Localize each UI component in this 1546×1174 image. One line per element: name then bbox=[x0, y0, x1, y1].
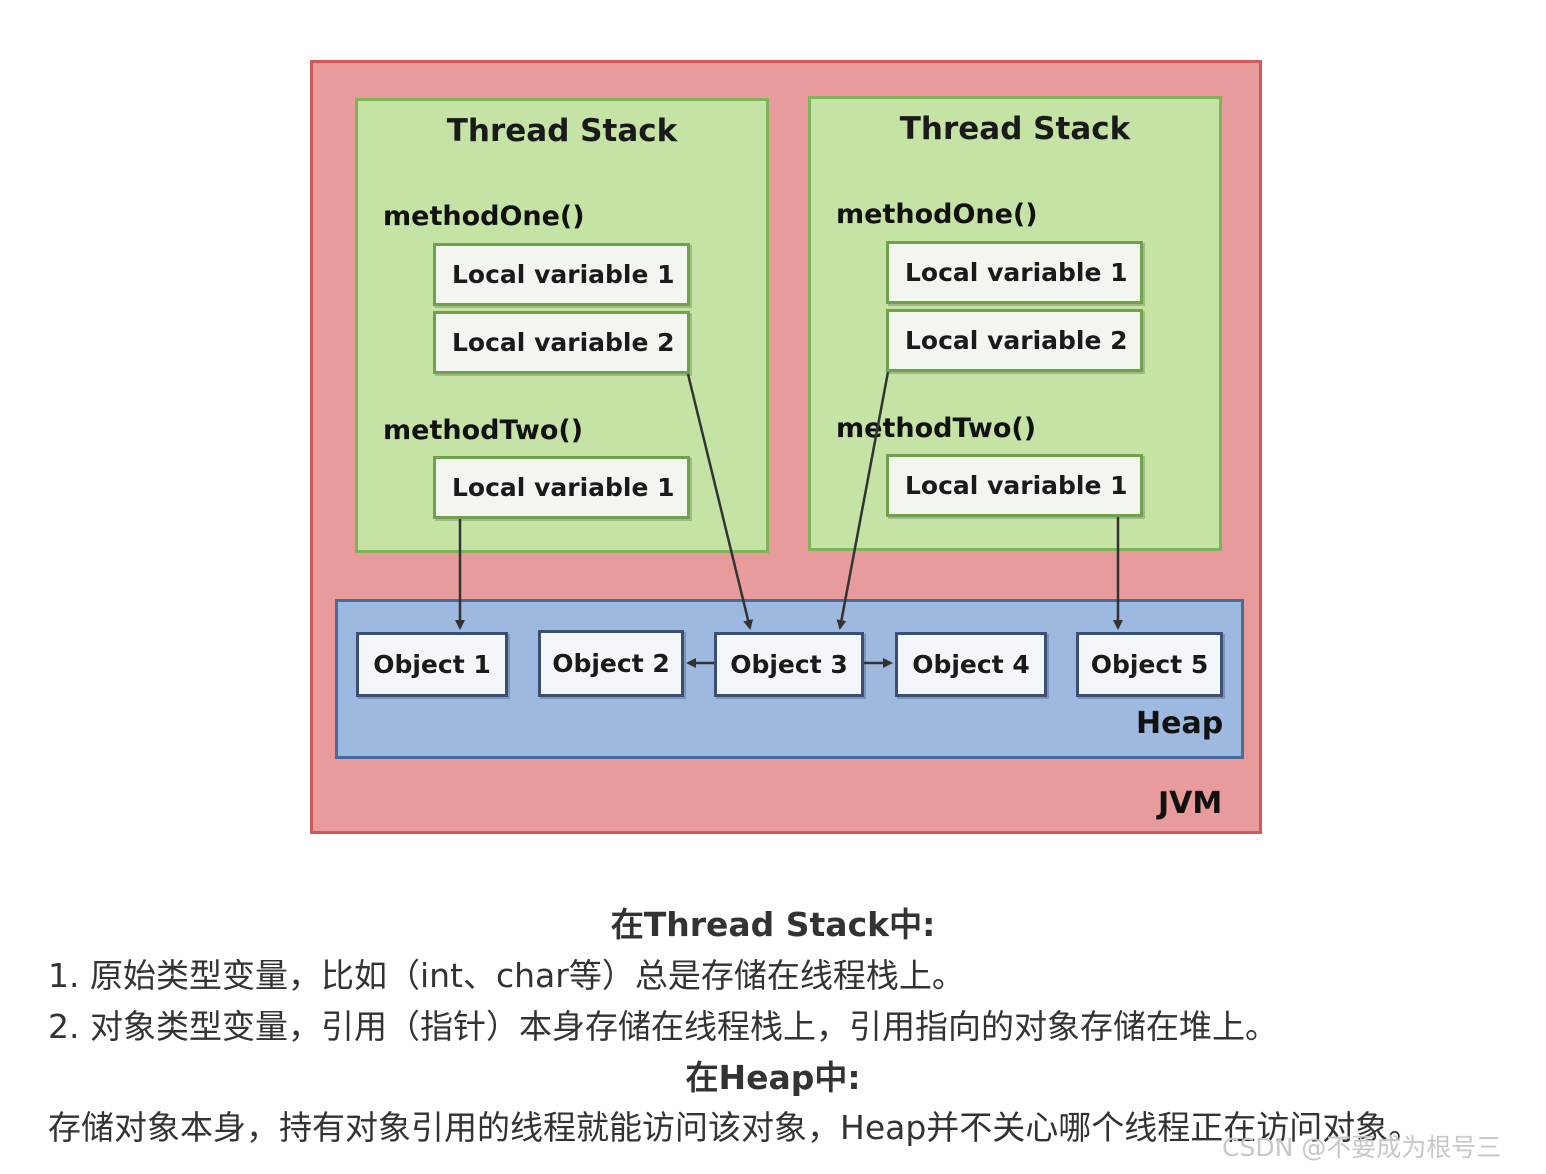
local-variable-box: Local variable 2 bbox=[886, 309, 1143, 372]
local-variable-box: Local variable 1 bbox=[433, 243, 690, 306]
caption-heap-heading: 在Heap中: bbox=[685, 1058, 861, 1097]
thread-stack-title: Thread Stack bbox=[899, 111, 1131, 147]
heap-object-4: Object 4 bbox=[895, 632, 1047, 697]
thread-stack-title: Thread Stack bbox=[446, 113, 678, 149]
caption-stack-line-1: 1. 原始类型变量，比如（int、char等）总是存储在线程栈上。 bbox=[48, 956, 965, 995]
heap-object-5: Object 5 bbox=[1076, 632, 1223, 697]
method-one-label: methodOne() bbox=[836, 199, 1038, 230]
watermark: CSDN @不要成为根号三 bbox=[1222, 1133, 1502, 1162]
heap-label: Heap bbox=[1136, 706, 1224, 741]
caption-heap-line: 存储对象本身，持有对象引用的线程就能访问该对象，Heap并不关心哪个线程正在访问… bbox=[48, 1108, 1422, 1147]
local-variable-box: Local variable 1 bbox=[886, 241, 1143, 304]
caption-stack-heading: 在Thread Stack中: bbox=[610, 905, 936, 944]
heap-object-1: Object 1 bbox=[356, 632, 508, 697]
caption-stack-line-2: 2. 对象类型变量，引用（指针）本身存储在线程栈上，引用指向的对象存储在堆上。 bbox=[48, 1007, 1278, 1046]
heap-object-2: Object 2 bbox=[538, 630, 684, 697]
local-variable-box: Local variable 1 bbox=[886, 454, 1143, 517]
local-variable-box: Local variable 2 bbox=[433, 311, 690, 374]
method-one-label: methodOne() bbox=[383, 201, 585, 232]
heap-object-3: Object 3 bbox=[714, 632, 864, 697]
local-variable-box: Local variable 1 bbox=[433, 456, 690, 519]
method-two-label: methodTwo() bbox=[383, 415, 584, 446]
jvm-label: JVM bbox=[1158, 786, 1223, 821]
method-two-label: methodTwo() bbox=[836, 413, 1037, 444]
